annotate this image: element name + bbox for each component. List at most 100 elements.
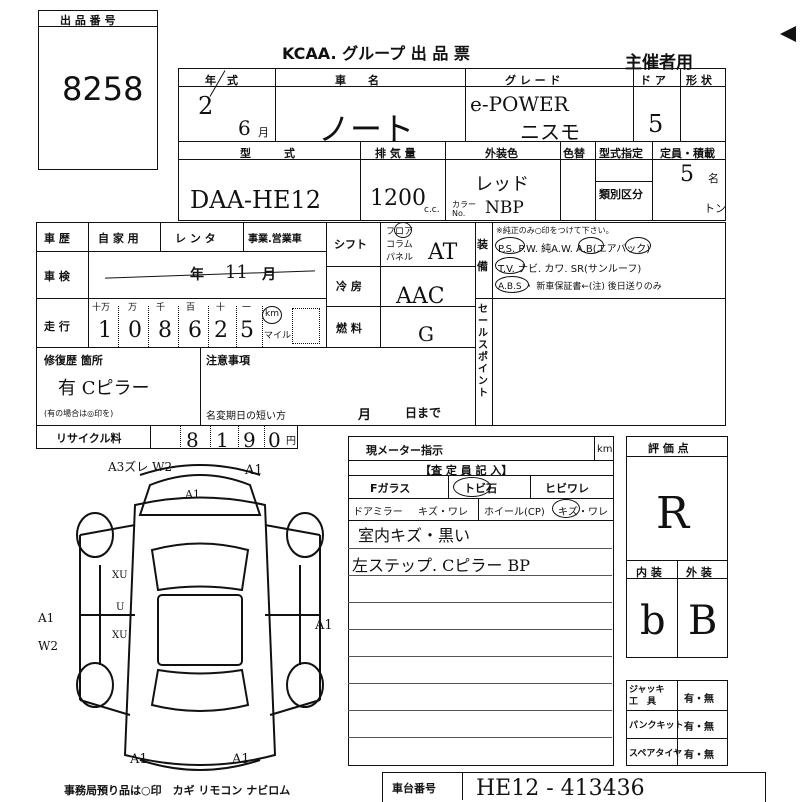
digit-head-0: 十万 (92, 303, 111, 313)
mileage-label: 走 行 (44, 320, 70, 333)
rental-label: レ ン タ (175, 232, 216, 245)
class-label: 類別区分 (599, 188, 643, 201)
inspection-month-value: 11 (225, 262, 248, 283)
mileage-digit-4: 2 (214, 318, 228, 343)
notes-label: 注意事項 (206, 354, 250, 367)
private-label: 自 家 用 (98, 232, 139, 245)
cc-unit: c.c. (424, 205, 440, 215)
mirror-options: キズ・ワレ (418, 507, 468, 518)
business-label: 事業.営業車 (248, 234, 302, 245)
mileage-digit-1: 0 (128, 318, 142, 343)
mark-right-side: A1 (315, 618, 333, 633)
digit-head-5: 一 (242, 303, 252, 313)
displacement-label: 排 気 量 (375, 147, 416, 160)
aw-circle (578, 237, 604, 254)
meter-unit: km (597, 444, 613, 455)
digit-head-2: 千 (156, 303, 166, 313)
wheel-label: ホイール(CP) (484, 507, 545, 518)
equip-note: ※純正のみ○印をつけて下さい。 (496, 226, 614, 235)
displacement-value: 1200 (370, 186, 426, 211)
chassis-box (382, 772, 766, 802)
model-label: 型 式 (240, 147, 295, 160)
recycle-digit-2: 9 (243, 428, 256, 452)
color-no-label: カラー No. (452, 200, 476, 218)
door-mirror-label: ドアミラー (353, 507, 403, 518)
grade-value-2: ニスモ (520, 120, 580, 144)
mark-front-left: A3ズレ W2 (108, 460, 173, 474)
score-value: R (656, 488, 690, 539)
score-label: 評 価 点 (648, 442, 689, 455)
history-label: 車 歴 (44, 232, 70, 245)
shift-panel: パネル (386, 253, 414, 263)
month-unit: 月 (258, 126, 269, 139)
car-body-diagram (76, 464, 324, 771)
sale-point-label: セールスポイント (478, 304, 488, 399)
tv-circle (495, 257, 525, 274)
tobi-circle (453, 477, 491, 497)
color-no-value: NBP (485, 198, 524, 218)
transfer-month-label: 月 (358, 408, 372, 423)
inspection-label: 車 検 (44, 270, 70, 283)
abs-circle (495, 276, 529, 293)
recycle-unit: 円 (286, 436, 296, 447)
transfer-label: 名変期日の短い方 (206, 411, 286, 422)
exterior-label: 外 装 (686, 566, 712, 579)
inspection-month: 月 (262, 267, 276, 283)
year-value: 2 (198, 92, 214, 120)
km-label: km (265, 309, 279, 319)
shift-label: シフト (334, 238, 367, 251)
lot-number: 8258 (62, 70, 144, 108)
office-items: 事務局預り品は○印 カギ リモコン ナビロム (64, 784, 291, 797)
hibi-label: ヒビワレ (545, 482, 589, 495)
mark-front-right: A1 (245, 463, 263, 478)
door-label: ド ア (640, 74, 666, 87)
mileage-digit-5: 5 (240, 318, 254, 343)
model-value: DAA-HE12 (190, 186, 322, 214)
chassis-label: 車台番号 (392, 782, 436, 795)
mile-box (292, 308, 320, 344)
jack-yes-no: 有・無 (684, 694, 714, 705)
grade-label: グ レ ー ド (505, 74, 561, 87)
km-circle (262, 306, 282, 324)
type-designation-label: 型式指定 (599, 147, 643, 160)
ext-color-label: 外装色 (485, 147, 518, 160)
recycle-digit-0: 8 (186, 428, 199, 452)
repair-value: 有 Cピラー (58, 378, 150, 399)
meter-label: 現メーター指示 (366, 444, 443, 457)
color-value: レッド (475, 174, 529, 195)
repair-note: (有の場合は◎印を) (44, 409, 114, 418)
inspector-note-1: 室内キズ・黒い (358, 526, 471, 545)
chassis-value: HE12 - 413436 (476, 776, 645, 801)
mark-rear-left: A1 (130, 752, 148, 767)
wheel-options: キズ・ワレ (558, 507, 608, 518)
mileage-digit-3: 6 (188, 318, 202, 343)
exterior-value: B (688, 598, 718, 644)
digit-head-3: 百 (186, 303, 196, 313)
interior-label: 内 装 (636, 566, 662, 579)
row3-box (36, 222, 726, 426)
inspector-box (348, 436, 614, 766)
transfer-day-label: 日まで (405, 406, 442, 420)
grade-value-1: e-POWER (470, 92, 569, 116)
repair-label: 修復歴 箇所 (44, 354, 103, 367)
wheel-scratch-circle (552, 499, 580, 518)
equip-line-1: P.S. P.W. 純A.W. A.B(エアバック) (498, 244, 651, 255)
puncture-yes-no: 有・無 (684, 722, 714, 733)
year-label: 年 式 (205, 74, 238, 87)
f-glass-label: Fガラス (370, 482, 411, 495)
digit-head-4: 十 (216, 303, 226, 313)
mark-bonnet: A1 (185, 488, 200, 501)
equip-label: 装 備 (477, 238, 488, 273)
digit-head-1: 万 (128, 303, 138, 313)
car-name-label: 車 名 (335, 74, 379, 87)
capacity-label: 定員・積載 (660, 147, 715, 160)
mark-left-door-2: U (116, 602, 125, 613)
inspector-label: 【査 定 員 記 入】 (420, 464, 513, 477)
form-title: KCAA. グループ 出 品 票 (282, 44, 470, 63)
recycle-digit-3: 0 (268, 428, 281, 452)
mileage-digit-2: 8 (158, 318, 172, 343)
ps-circle (495, 237, 525, 254)
arrow-marker-icon (780, 26, 796, 42)
month-value: 6 (238, 116, 251, 140)
mile-label: マイル (264, 331, 292, 341)
